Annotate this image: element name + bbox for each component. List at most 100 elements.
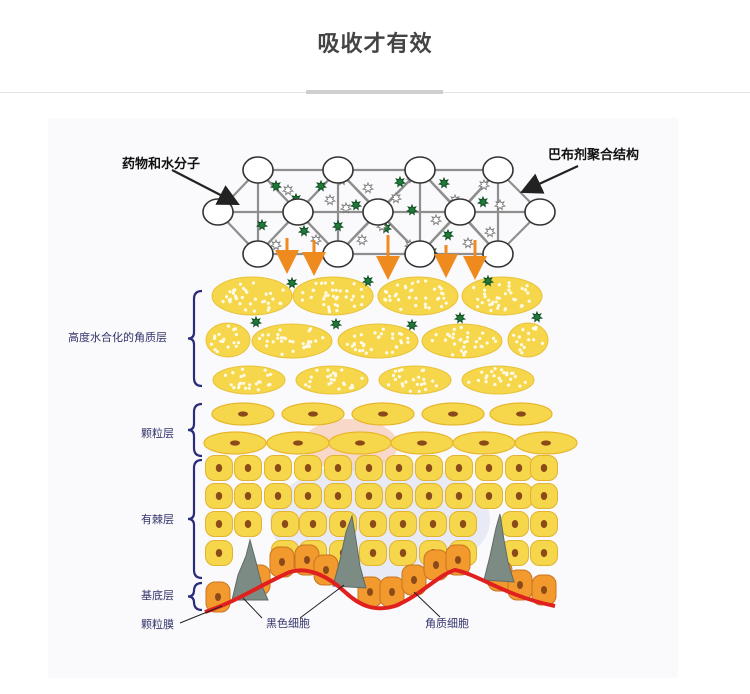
cell-dot: [509, 377, 513, 381]
cell-dot: [391, 336, 395, 340]
cell-dot: [415, 382, 419, 386]
cell-nucleus: [395, 464, 403, 472]
cell-dot: [326, 293, 330, 297]
cell-nucleus: [515, 464, 523, 472]
cell-dot: [386, 383, 391, 387]
cell-dot: [215, 350, 219, 354]
water-molecule: [477, 178, 491, 191]
cell-dot: [323, 281, 327, 285]
cell-dot: [473, 345, 477, 349]
cell-nucleus: [293, 440, 303, 446]
cell-dot: [333, 303, 337, 307]
cell-dot: [236, 341, 241, 345]
cell-dot: [269, 291, 273, 295]
cell-dot: [233, 288, 237, 292]
cell-dot: [307, 329, 311, 333]
cell-dot: [483, 288, 487, 292]
cell-dot: [451, 336, 455, 340]
drug-molecule: [249, 315, 263, 328]
drug-molecule: [329, 317, 343, 330]
cell-dot: [497, 303, 501, 308]
cell-dot: [490, 302, 494, 306]
label-polymer-structure: 巴布剂聚合结构: [548, 148, 640, 163]
cell-dot: [276, 333, 280, 337]
cell-nucleus: [511, 549, 519, 557]
cell-nucleus: [334, 492, 342, 500]
cell-dot: [231, 371, 235, 375]
cell-dot: [499, 379, 503, 383]
cell-dot: [430, 339, 434, 343]
cell-dot: [395, 283, 400, 287]
cell-dot: [503, 307, 507, 311]
cell-dot: [482, 292, 487, 296]
layer-bracket: [187, 289, 203, 388]
callout-melanocyte-b: [299, 584, 345, 619]
cell-dot: [424, 296, 428, 300]
cell-dot: [383, 289, 388, 294]
water-molecule: [281, 183, 295, 196]
cell-dot: [414, 296, 418, 300]
polymer-network-nodes: [202, 156, 556, 268]
cell-dot: [266, 333, 270, 337]
cell-dot: [507, 284, 511, 288]
cell-dot: [480, 345, 484, 349]
cell-dot: [485, 341, 489, 345]
cell-dot: [513, 375, 517, 379]
cell-dot: [414, 304, 418, 308]
spinous-layer-cells: [205, 455, 558, 580]
cell-nucleus: [230, 440, 240, 446]
cell-dot: [427, 306, 431, 310]
cell-dot: [335, 309, 339, 313]
cell-dot: [507, 281, 511, 285]
cell-dot: [463, 340, 467, 344]
cell-dot: [253, 297, 257, 301]
cell-dot: [369, 347, 373, 352]
cell-dot: [431, 379, 435, 383]
cell-dot: [373, 331, 377, 335]
cell-dot: [307, 385, 311, 389]
cell-dot: [213, 348, 217, 352]
cell-dot: [360, 295, 365, 299]
polymer-pointer: [520, 165, 579, 194]
cell-dot: [308, 380, 312, 384]
label-keratinocyte: 角质细胞: [425, 617, 469, 630]
cell-nucleus: [459, 520, 467, 528]
network-node: [444, 198, 476, 226]
cell-dot: [464, 350, 468, 354]
cell-dot: [278, 328, 282, 332]
cell-dot: [234, 344, 238, 348]
cell-dot: [244, 288, 248, 292]
cell-nucleus: [334, 464, 342, 472]
basement-membrane-line: [204, 567, 556, 614]
cell-nucleus: [281, 520, 289, 528]
drug-molecule: [331, 219, 345, 232]
cell-dot: [361, 348, 365, 353]
cell-dot: [532, 338, 536, 342]
cell-nucleus: [433, 561, 439, 569]
cell-dot: [242, 381, 246, 385]
cell-nucleus: [517, 581, 523, 589]
corneum-cell: [337, 323, 419, 359]
cell-dot: [309, 295, 313, 299]
cell-dot: [348, 386, 353, 390]
callout-membrane: [179, 605, 223, 624]
cell-dot: [329, 373, 333, 377]
cell-dot: [408, 389, 412, 393]
cell-dot: [314, 339, 318, 343]
cell-nucleus: [244, 492, 252, 500]
cell-dot: [419, 382, 424, 387]
cell-dot: [331, 281, 335, 285]
cell-nucleus: [540, 549, 548, 557]
cell-dot: [338, 289, 342, 293]
cell-dot: [393, 294, 397, 298]
network-node: [322, 156, 354, 184]
layer-brackets: [187, 289, 203, 612]
cell-dot: [406, 336, 410, 340]
cell-nucleus: [367, 588, 373, 596]
cell-dot: [263, 368, 267, 372]
water-molecule: [323, 193, 337, 206]
cell-dot: [266, 301, 270, 305]
cell-dot: [513, 298, 518, 302]
cell-nucleus: [515, 492, 523, 500]
layer-bracket: [187, 458, 203, 580]
